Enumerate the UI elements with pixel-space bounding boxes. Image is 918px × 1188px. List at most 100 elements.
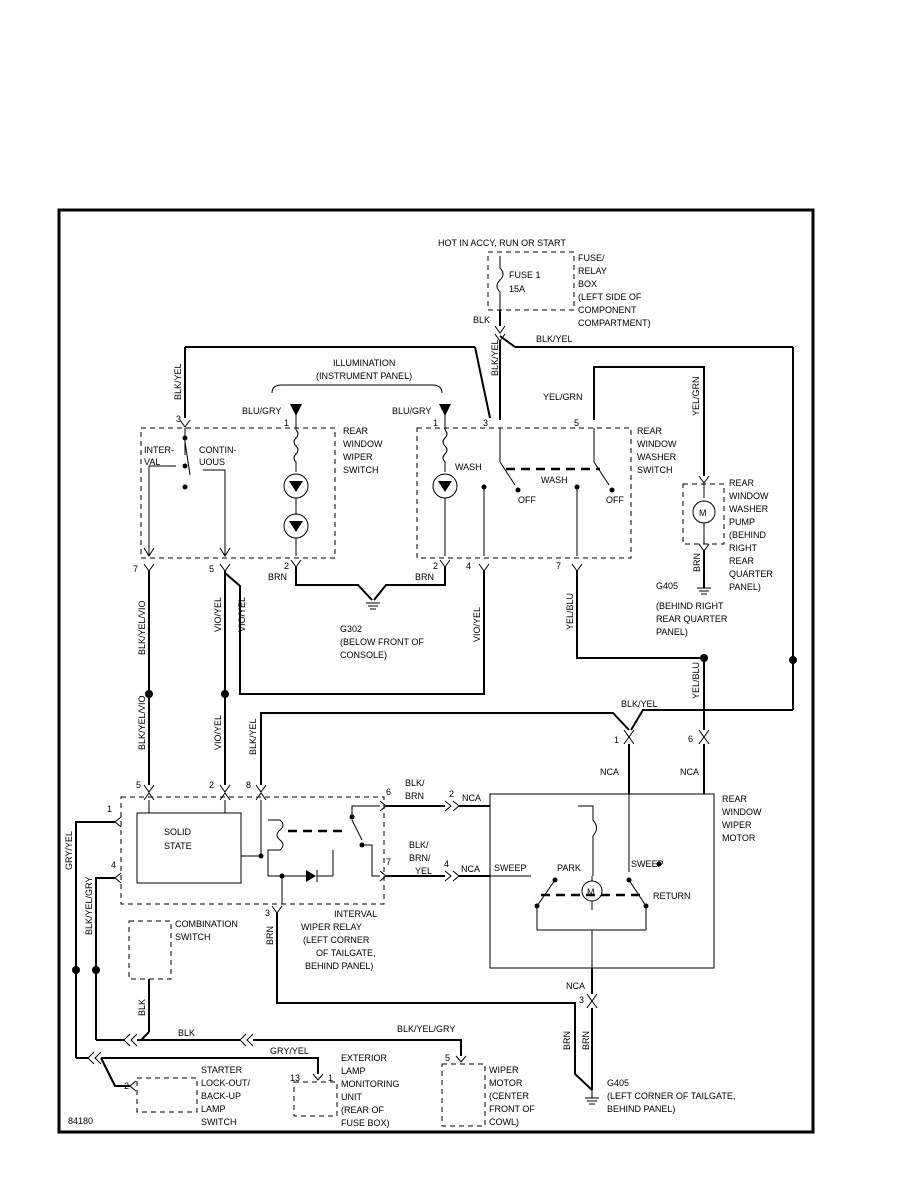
ground-g302: G302 (BELOW FRONT OF CONSOLE) <box>295 567 446 660</box>
svg-text:QUARTER: QUARTER <box>729 569 773 579</box>
wire-label-vio-yel-2: VIO/YEL <box>213 715 223 750</box>
svg-text:BRN: BRN <box>265 926 275 945</box>
sweep-label-1: SWEEP <box>494 863 527 873</box>
svg-text:NCA: NCA <box>566 981 585 991</box>
power-source: HOT IN ACCY, RUN OR START FUSE 1 15A FUS… <box>438 238 793 420</box>
lamp-unit-label: EXTERIOR LAMP MONITORING UNIT (REAR OF F… <box>341 1053 399 1128</box>
off-label-2: OFF <box>606 495 624 505</box>
g302-label: (BELOW FRONT OF <box>340 637 424 647</box>
wire-label-gry-yel-2: GRY/YEL <box>270 1046 309 1056</box>
svg-text:M: M <box>587 887 595 897</box>
svg-text:WIPER RELAY: WIPER RELAY <box>301 922 362 932</box>
svg-text:COMPARTMENT): COMPARTMENT) <box>578 318 651 328</box>
park-label: PARK <box>557 863 581 873</box>
svg-text:5: 5 <box>209 564 214 574</box>
svg-text:3: 3 <box>579 995 584 1005</box>
g405-lower-name: G405 <box>607 1078 629 1088</box>
svg-text:CONSOLE): CONSOLE) <box>340 650 387 660</box>
svg-text:BOX: BOX <box>578 279 597 289</box>
combination-switch-outline <box>128 920 172 980</box>
g302-name: G302 <box>340 624 362 634</box>
wire-label-blk-yel-vio-1: BLK/YEL/VIO <box>137 600 147 655</box>
illumination-sublabel: (INSTRUMENT PANEL) <box>316 371 412 381</box>
svg-text:FUSE BOX): FUSE BOX) <box>341 1118 390 1128</box>
svg-text:2: 2 <box>124 1081 129 1091</box>
svg-text:5: 5 <box>445 1053 450 1063</box>
svg-text:1: 1 <box>614 735 619 745</box>
switch-bottom-connectors: 7 5 2 BRN 2 BRN 4 7 <box>133 559 583 582</box>
svg-text:2: 2 <box>284 561 289 571</box>
svg-text:3: 3 <box>483 418 488 428</box>
svg-text:FUSE/: FUSE/ <box>578 253 605 263</box>
svg-text:7: 7 <box>386 857 391 867</box>
wiper-switch-label: REAR WINDOW WIPER SWITCH <box>343 426 383 475</box>
exterior-lamp-monitoring-unit: 13 1 EXTERIOR LAMP MONITORING UNIT (REAR… <box>290 1053 399 1128</box>
combination-switch: COMBINATION SWITCH BLK <box>128 919 238 1032</box>
svg-text:WASHER: WASHER <box>637 452 677 462</box>
starter-lockout-switch: 2 STARTER LOCK-OUT/ BACK-UP LAMP SWITCH <box>124 1065 251 1127</box>
svg-text:MOTOR: MOTOR <box>722 833 756 843</box>
power-source-label: HOT IN ACCY, RUN OR START <box>438 238 566 248</box>
wash-lamp-label: WASH <box>455 462 482 472</box>
svg-text:1: 1 <box>284 418 289 428</box>
svg-text:7: 7 <box>556 561 561 571</box>
svg-text:BLK: BLK <box>137 999 147 1016</box>
svg-text:SWITCH: SWITCH <box>175 932 211 942</box>
ground-g405-lower: G405 (LEFT CORNER OF TAILGATE, BEHIND PA… <box>585 1078 735 1114</box>
wire-label-vio-yel-3: VIO/YEL <box>237 597 247 632</box>
washer-switch-label: REAR WINDOW WASHER SWITCH <box>637 426 677 475</box>
svg-text:OF TAILGATE,: OF TAILGATE, <box>316 948 376 958</box>
fuse-symbol <box>496 256 504 310</box>
svg-text:MOTOR: MOTOR <box>489 1078 523 1088</box>
diode-icon <box>306 870 316 882</box>
rear-window-wiper-motor: 1 NCA 6 NCA REAR WINDOW WIPER MOTOR SWEE… <box>489 729 762 969</box>
svg-text:UOUS: UOUS <box>199 457 225 467</box>
svg-text:5: 5 <box>136 780 141 790</box>
rear-window-wiper-switch: 3 INTER- VAL CONTIN- UOUS REAR WINDOW WI… <box>140 404 383 559</box>
svg-text:NCA: NCA <box>600 767 619 777</box>
interval-wiper-relay: 5 2 8 SOLID STATE 1 4 6 <box>107 780 391 971</box>
relay-outline <box>120 796 385 905</box>
svg-text:M: M <box>699 508 707 518</box>
svg-text:INTERVAL: INTERVAL <box>334 909 377 919</box>
svg-text:WINDOW: WINDOW <box>722 807 762 817</box>
svg-text:LAMP: LAMP <box>201 1104 226 1114</box>
svg-text:SWITCH: SWITCH <box>637 465 673 475</box>
wire-label-blk-fuse: BLK <box>473 315 490 325</box>
svg-text:7: 7 <box>133 564 138 574</box>
wire-label-blu-gry-2: BLU/GRY <box>392 406 431 416</box>
rear-wiper-motor-label: REAR WINDOW WIPER MOTOR <box>722 794 762 843</box>
svg-text:BRN/: BRN/ <box>409 853 431 863</box>
svg-text:PUMP: PUMP <box>729 517 755 527</box>
svg-text:(REAR OF: (REAR OF <box>341 1105 385 1115</box>
svg-text:(LEFT CORNER: (LEFT CORNER <box>303 935 370 945</box>
svg-text:LAMP: LAMP <box>341 1066 366 1076</box>
svg-text:YEL: YEL <box>415 866 432 876</box>
wire-label-yel-grn-1: YEL/GRN <box>543 392 583 402</box>
svg-text:8: 8 <box>246 780 251 790</box>
svg-text:6: 6 <box>688 734 693 744</box>
svg-text:BRN: BRN <box>562 1031 572 1050</box>
svg-text:(BEHIND: (BEHIND <box>729 530 767 540</box>
wire-label-blk-yel-vio-2: BLK/YEL/VIO <box>137 695 147 750</box>
wire-label-gry-yel-1: GRY/YEL <box>64 831 74 870</box>
svg-text:VAL: VAL <box>144 457 160 467</box>
svg-text:(BEHIND RIGHT: (BEHIND RIGHT <box>656 601 724 611</box>
svg-text:2: 2 <box>433 561 438 571</box>
svg-text:2: 2 <box>449 789 454 799</box>
svg-text:REAR: REAR <box>729 478 755 488</box>
svg-text:WINDOW: WINDOW <box>637 439 677 449</box>
diagram-frame <box>57 208 815 1134</box>
g405-upper-label: (BEHIND RIGHT REAR QUARTER PANEL) <box>656 601 728 637</box>
svg-text:NCA: NCA <box>461 864 480 874</box>
svg-text:3: 3 <box>265 908 270 918</box>
solid-state-block <box>136 812 242 884</box>
svg-text:2: 2 <box>209 780 214 790</box>
svg-text:WINDOW: WINDOW <box>729 491 769 501</box>
illumination-label: ILLUMINATION <box>333 358 395 368</box>
svg-text:BRN: BRN <box>692 553 702 572</box>
wire-label-blk-yel-relay: BLK/YEL <box>248 718 258 755</box>
svg-text:WIPER: WIPER <box>343 452 373 462</box>
rear-window-washer-pump: M BRN REAR WINDOW WASHER PUMP (BEHIND RI… <box>656 475 773 637</box>
